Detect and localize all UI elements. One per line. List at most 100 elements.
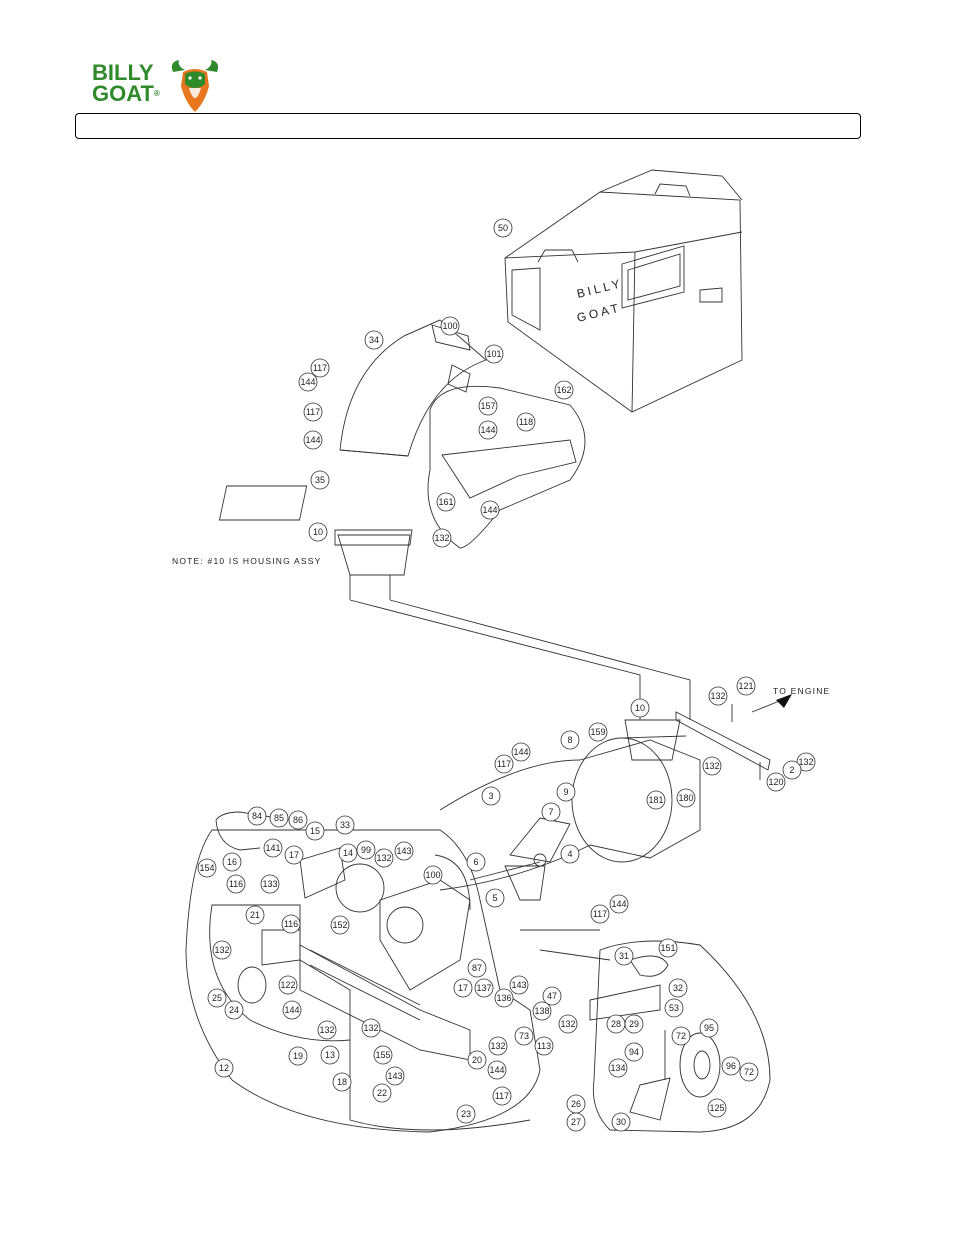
- hopper-drawing: [504, 169, 743, 413]
- part-callouts: 5034100101117144117144351015716214411816…: [197, 218, 816, 1132]
- part-callout: 31: [614, 946, 634, 966]
- part-callout: 26: [566, 1094, 586, 1114]
- callout-label: 14: [343, 848, 353, 858]
- part-callout: 95: [699, 1018, 719, 1038]
- callout-bubble: [494, 988, 514, 1008]
- part-callout: 22: [372, 1083, 392, 1103]
- hopper-brand-line1: BILLY: [575, 276, 624, 301]
- part-callout: 144: [480, 500, 500, 520]
- part-callout: 47: [542, 986, 562, 1006]
- part-callout: 132: [432, 528, 452, 548]
- part-callout: 73: [514, 1026, 534, 1046]
- part-callout: 152: [330, 915, 350, 935]
- part-callout: 117: [492, 1086, 512, 1106]
- part-callout: 181: [646, 790, 666, 810]
- callout-bubble: [303, 402, 323, 422]
- hopper-brand-line2: GOAT: [575, 300, 622, 325]
- callout-bubble: [485, 888, 505, 908]
- callout-bubble: [542, 986, 562, 1006]
- callout-label: 34: [369, 335, 379, 345]
- callout-label: 132: [490, 1041, 505, 1051]
- part-callout: 29: [624, 1014, 644, 1034]
- callout-bubble: [298, 372, 318, 392]
- part-callout: 144: [298, 372, 318, 392]
- callout-bubble: [708, 686, 728, 706]
- callout-bubble: [493, 218, 513, 238]
- impeller-housing-drawing: [439, 719, 701, 891]
- part-callout: 6: [466, 852, 486, 872]
- part-callout: 117: [310, 358, 330, 378]
- callout-bubble: [554, 380, 574, 400]
- callout-bubble: [624, 1014, 644, 1034]
- part-callout: 21: [245, 905, 265, 925]
- callout-bubble: [224, 1000, 244, 1020]
- callout-label: 17: [289, 850, 299, 860]
- callout-label: 72: [676, 1031, 686, 1041]
- callout-bubble: [466, 852, 486, 872]
- callout-bubble: [453, 978, 473, 998]
- callout-bubble: [487, 1060, 507, 1080]
- callout-bubble: [646, 790, 666, 810]
- callout-label: 141: [265, 843, 280, 853]
- part-callout: 16: [222, 852, 242, 872]
- callout-label: 117: [593, 909, 607, 919]
- goat-head-icon: [171, 60, 219, 112]
- part-callout: 144: [487, 1060, 507, 1080]
- callout-label: 25: [212, 993, 222, 1003]
- part-callout: 154: [197, 858, 217, 878]
- callout-bubble: [288, 810, 308, 830]
- callout-bubble: [664, 998, 684, 1018]
- discharge-chute-drawing: [339, 319, 487, 457]
- callout-label: 16: [227, 857, 237, 867]
- callout-label: 12: [219, 1063, 229, 1073]
- part-callout: 161: [436, 492, 456, 512]
- callout-bubble: [338, 843, 358, 863]
- callout-label: 47: [547, 991, 557, 1001]
- callout-bubble: [541, 802, 561, 822]
- callout-label: 10: [313, 527, 323, 537]
- part-callout: 5: [485, 888, 505, 908]
- callout-label: 180: [678, 793, 693, 803]
- callout-label: 72: [744, 1067, 754, 1077]
- callout-bubble: [658, 938, 678, 958]
- callout-bubble: [332, 1072, 352, 1092]
- callout-label: 117: [313, 363, 327, 373]
- part-callout: 101: [484, 344, 504, 364]
- part-callout: 144: [609, 894, 629, 914]
- registered-mark: ®: [153, 89, 160, 98]
- part-callout: 30: [611, 1112, 631, 1132]
- callout-bubble: [558, 1014, 578, 1034]
- callout-bubble: [214, 1058, 234, 1078]
- part-callout: 53: [664, 998, 684, 1018]
- callout-label: 100: [442, 321, 457, 331]
- callout-bubble: [260, 874, 280, 894]
- callout-label: 143: [511, 980, 526, 990]
- part-callout: 144: [303, 430, 323, 450]
- part-callout: 132: [374, 848, 394, 868]
- callout-bubble: [782, 760, 802, 780]
- callout-label: 118: [519, 417, 533, 427]
- callout-bubble: [480, 500, 500, 520]
- part-callout: 113: [534, 1036, 554, 1056]
- callout-label: 121: [738, 681, 753, 691]
- callout-bubble: [440, 316, 460, 336]
- callout-label: 136: [496, 993, 511, 1003]
- callout-bubble: [478, 420, 498, 440]
- part-callout: 15: [305, 821, 325, 841]
- part-callout: 155: [373, 1045, 393, 1065]
- callout-label: 132: [319, 1025, 334, 1035]
- callout-bubble: [394, 841, 414, 861]
- callout-bubble: [197, 858, 217, 878]
- callout-bubble: [488, 1036, 508, 1056]
- part-callout: 136: [494, 988, 514, 1008]
- callout-label: 27: [571, 1117, 581, 1127]
- part-callout: 99: [356, 840, 376, 860]
- callout-label: 84: [252, 811, 262, 821]
- part-callout: 94: [624, 1042, 644, 1062]
- callout-bubble: [736, 676, 756, 696]
- part-callout: 157: [478, 396, 498, 416]
- callout-label: 99: [361, 845, 371, 855]
- callout-bubble: [364, 330, 384, 350]
- callout-bubble: [556, 782, 576, 802]
- callout-label: 32: [673, 983, 683, 993]
